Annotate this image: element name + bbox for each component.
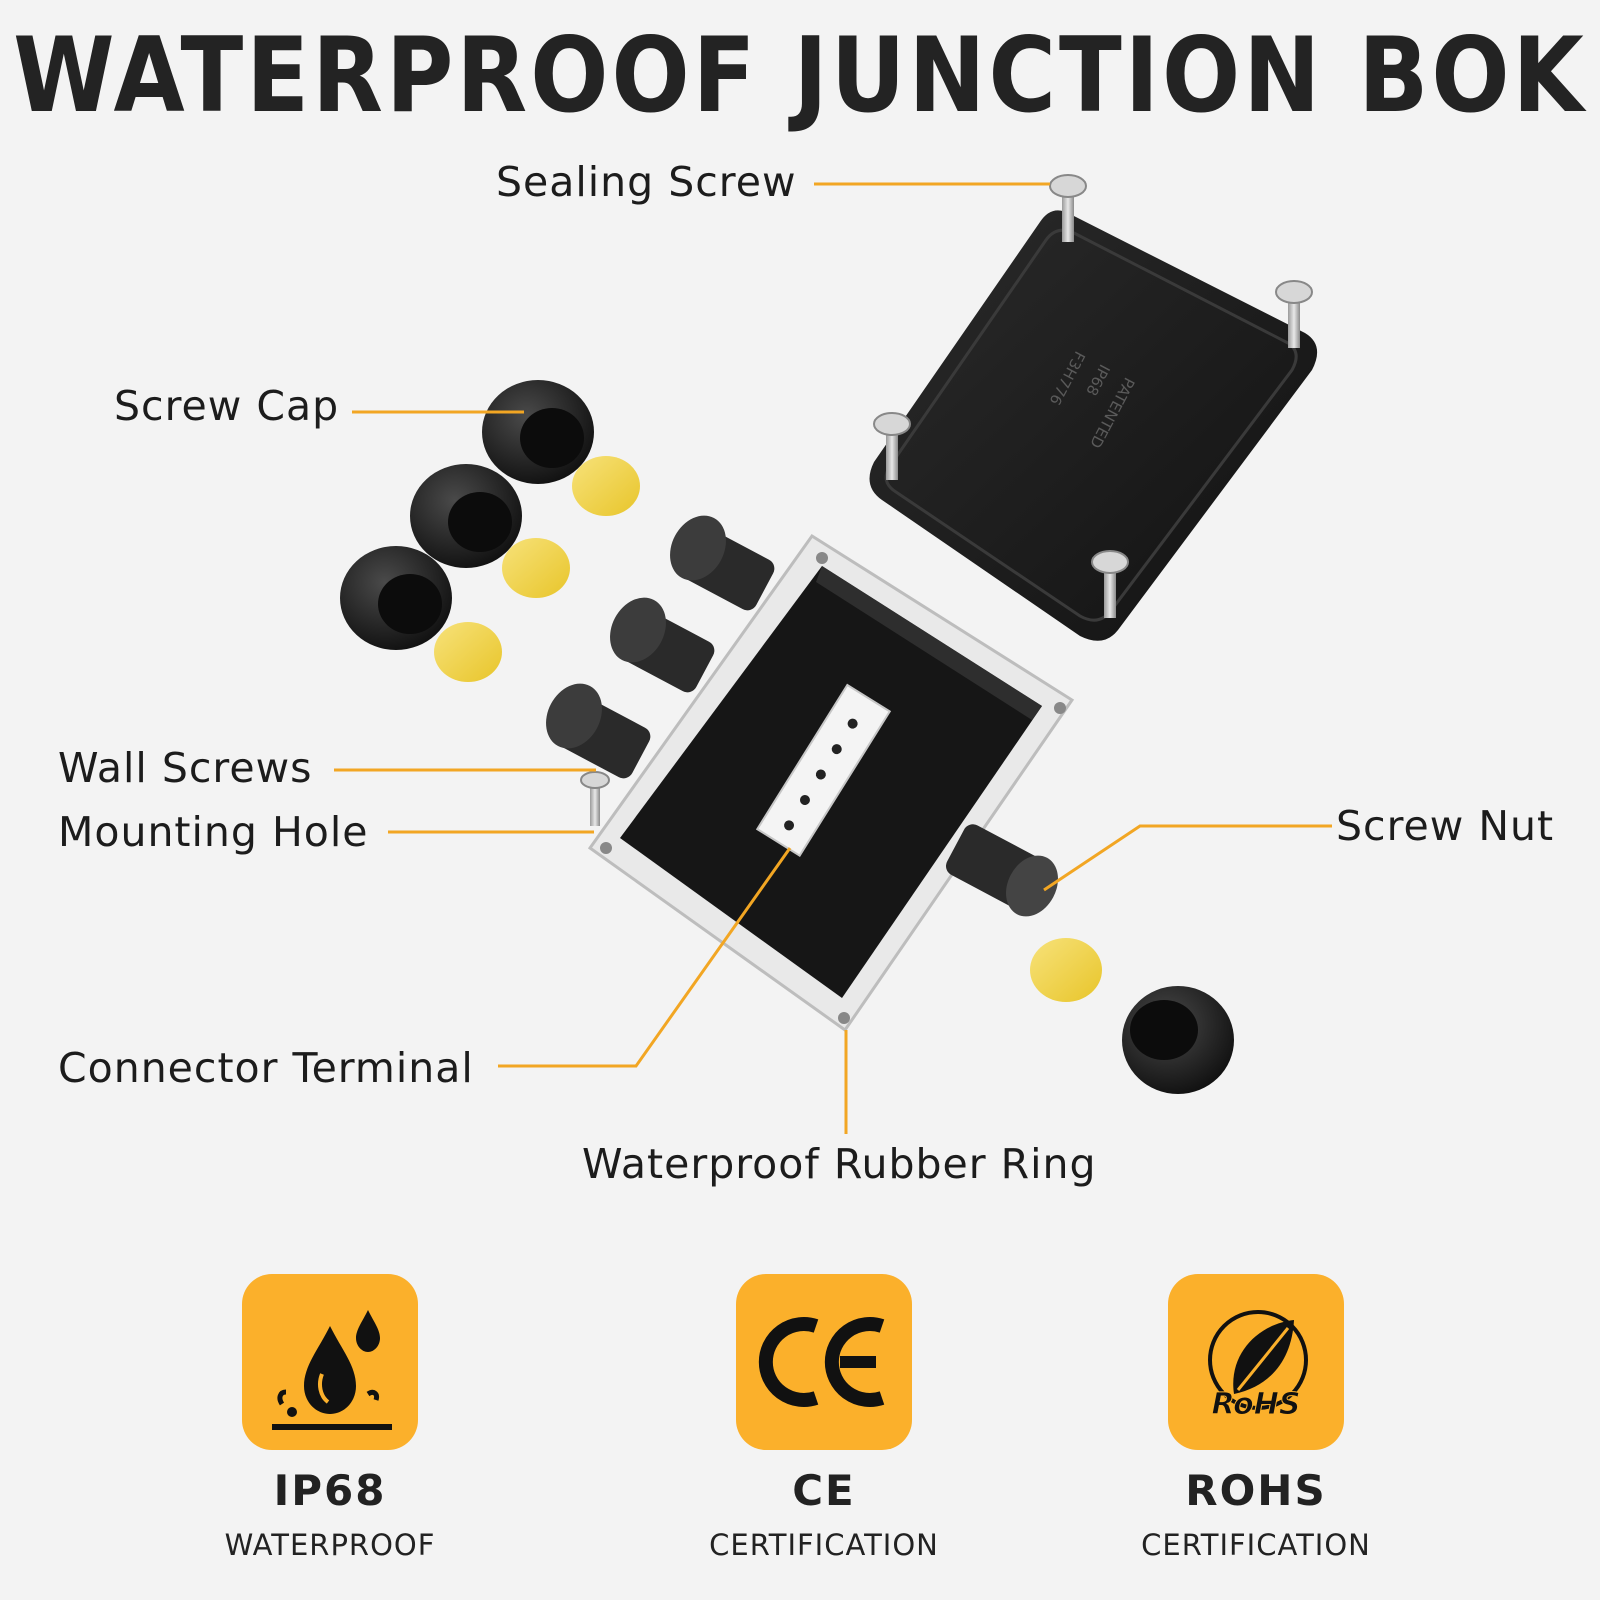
- rohs-logo-text: RoHS: [1212, 1387, 1301, 1422]
- label-screw-nut: Screw Nut: [1336, 802, 1555, 850]
- ce-badge: [736, 1274, 912, 1450]
- label-mounting-hole: Mounting Hole: [58, 808, 369, 856]
- label-wall-screws: Wall Screws: [58, 744, 313, 792]
- ip68-badge: [242, 1274, 418, 1450]
- ce-subtitle: CERTIFICATION: [709, 1528, 939, 1562]
- sealing-screw: [1275, 280, 1313, 348]
- connector-terminal: [755, 683, 892, 857]
- rubber-gasket: [1030, 938, 1102, 1002]
- label-rubber-ring: Waterproof Rubber Ring: [582, 1140, 1097, 1188]
- screw-nut-leader: [1043, 824, 1332, 892]
- rohs-subtitle: CERTIFICATION: [1141, 1528, 1371, 1562]
- ip68-title: IP68: [273, 1466, 387, 1515]
- rohs-leaf-icon: RoHS: [1208, 1310, 1308, 1423]
- screw-cap: [1122, 986, 1234, 1094]
- label-sealing-screw: Sealing Screw: [496, 158, 797, 206]
- lid: PATENTED IP68 F3H776: [869, 210, 1318, 641]
- sealing-screw: [1091, 550, 1129, 618]
- cable-gland: [670, 515, 775, 611]
- label-connector-terminal: Connector Terminal: [58, 1044, 474, 1092]
- page-title: WATERPROOF JUNCTION BOK: [13, 15, 1587, 136]
- screw-cap: [410, 464, 522, 568]
- leader-lines: [334, 182, 1332, 1134]
- rubber-gasket: [572, 456, 640, 516]
- rubber-gasket: [434, 622, 502, 682]
- cable-gland: [610, 597, 715, 693]
- sealing-screw: [873, 412, 911, 480]
- ce-mark-icon: [758, 1317, 885, 1407]
- rubber-gasket: [502, 538, 570, 598]
- cable-gland: [546, 683, 651, 779]
- screw-cap: [340, 546, 452, 650]
- ce-title: CE: [792, 1466, 856, 1515]
- label-screw-cap: Screw Cap: [114, 382, 340, 430]
- rohs-title: ROHS: [1185, 1466, 1327, 1515]
- water-drops-icon: [272, 1310, 392, 1430]
- screw-nut: [945, 824, 1058, 917]
- connector-terminal-leader: [498, 847, 792, 1068]
- sealing-screw: [1049, 174, 1087, 242]
- rohs-badge: RoHS: [1168, 1274, 1344, 1450]
- ip68-subtitle: WATERPROOF: [224, 1528, 436, 1562]
- wall-screw: [580, 771, 610, 826]
- screw-cap: [482, 380, 594, 484]
